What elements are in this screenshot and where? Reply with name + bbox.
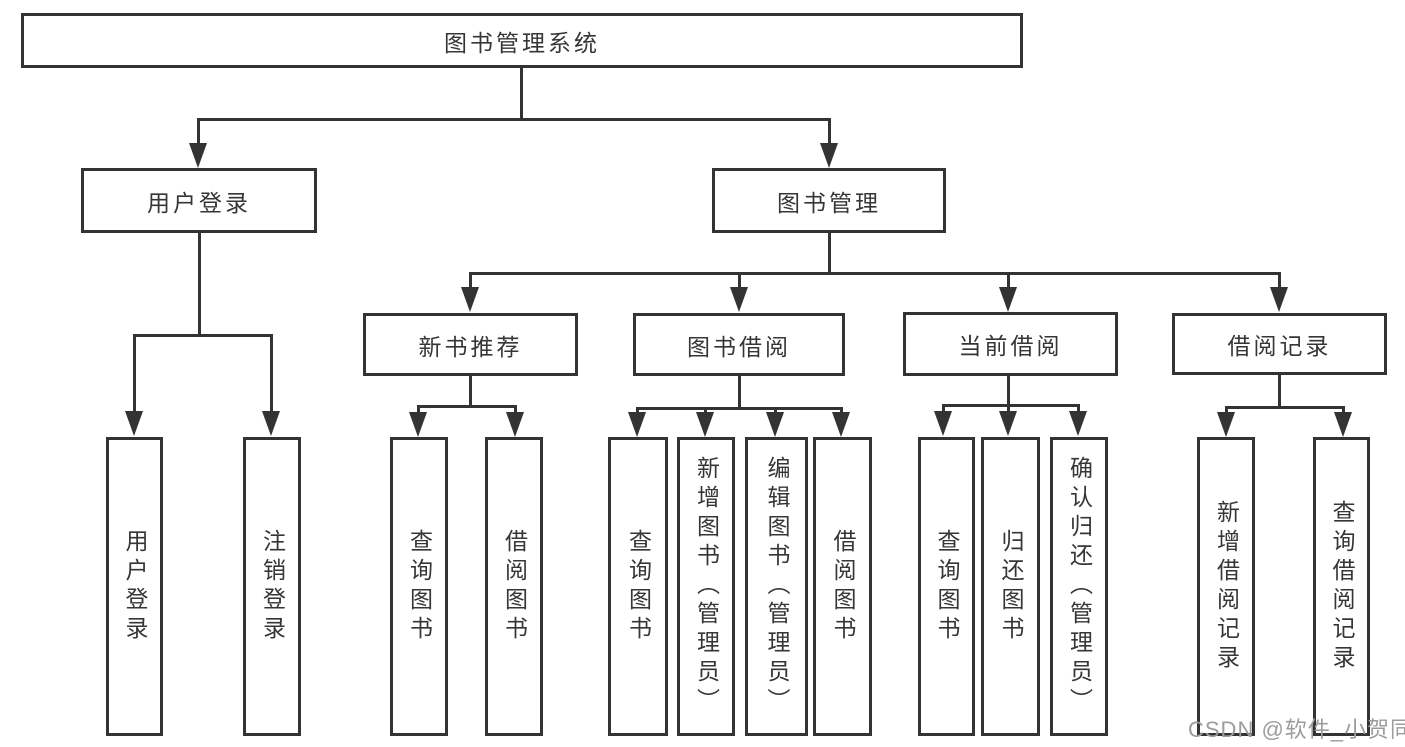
leaf-label: 注销登录 [259,528,286,645]
leaf-borrow-books-2: 借阅图书 [813,437,872,736]
node-current-borrow-label: 当前借阅 [958,333,1063,359]
connector-leaf-drop [636,407,639,413]
node-borrow-records-label: 借阅记录 [1227,333,1332,359]
connector-level3-bus [469,272,1281,275]
connector-to-borrow-records [1278,272,1281,288]
connector-current-borrow-bus [942,404,1080,407]
leaf-label: 查询图书 [625,528,652,645]
node-root: 图书管理系统 [21,13,1023,68]
leaf-label: 查询图书 [934,528,960,645]
connector-book-borrow-stub [738,376,741,409]
leaf-label: 归还图书 [998,528,1024,645]
connector-current-borrow-stub [1007,376,1010,406]
leaf-label: 查询图书 [406,528,433,645]
connector-leaf-drop [1077,404,1080,412]
leaf-return-books: 归还图书 [981,437,1040,736]
connector-leaf-drop [1342,406,1345,413]
node-root-label: 图书管理系统 [444,29,600,56]
arrow-down-icon [1069,411,1087,436]
arrow-down-icon [461,287,479,312]
connector-borrow-records-bus [1225,406,1345,409]
leaf-label: 查询借阅记录 [1329,499,1355,674]
connector-leaf-drop [1225,406,1228,413]
leaf-label: 借阅图书 [830,528,856,645]
leaf-label: 新增借阅记录 [1213,499,1240,674]
connector-to-user-login [197,118,200,144]
node-book-borrow: 图书借阅 [633,313,845,376]
connector-book-mgmt-stub [828,233,831,274]
node-new-books-label: 新书推荐 [418,333,523,360]
arrow-down-icon [125,411,143,436]
connector-to-new-books [469,272,472,288]
arrow-down-icon [999,411,1017,436]
leaf-label: 确认归还（管理员） [1066,456,1093,717]
connector-leaf-drop [774,407,777,413]
leaf-add-books-admin: 新增图书（管理员） [677,437,735,736]
leaf-query-books-2: 查询图书 [608,437,668,736]
arrow-down-icon [696,412,714,437]
arrow-down-icon [189,143,207,168]
node-book-borrow-label: 图书借阅 [687,333,791,360]
arrow-down-icon [1217,412,1235,437]
connector-leaf-drop [417,405,420,413]
connector-to-book-borrow [738,272,741,288]
arrow-down-icon [766,412,784,437]
arrow-down-icon [506,412,524,437]
leaf-borrow-books-1: 借阅图书 [485,437,543,736]
connector-user-login-stub [198,233,201,336]
leaf-query-books-1: 查询图书 [390,437,448,736]
leaf-user-login: 用户登录 [106,437,163,736]
leaf-edit-books-admin: 编辑图书（管理员） [745,437,808,736]
arrow-down-icon [820,143,838,168]
connector-to-book-mgmt [828,118,831,144]
node-book-mgmt-label: 图书管理 [777,189,881,216]
node-user-login-label: 用户登录 [147,189,251,216]
node-new-books: 新书推荐 [363,313,578,376]
connector-to-logout-leaf [270,334,273,412]
node-book-mgmt: 图书管理 [712,168,946,233]
connector-root-stub [520,68,523,121]
connector-to-current-borrow [1007,272,1010,288]
node-user-login: 用户登录 [81,168,317,233]
connector-leaf-drop [840,407,843,413]
connector-borrow-records-stub [1278,375,1281,408]
connector-new-books-stub [469,376,472,407]
arrow-down-icon [1334,412,1352,437]
leaf-query-borrow-record: 查询借阅记录 [1313,437,1370,736]
arrow-down-icon [628,412,646,437]
connector-to-login-leaf [133,334,136,412]
leaf-label: 用户登录 [122,528,148,645]
arrow-down-icon [730,287,748,312]
arrow-down-icon [934,411,952,436]
leaf-label: 借阅图书 [501,528,528,645]
connector-leaf-drop [1007,404,1010,412]
connector-leaf-drop [514,405,517,413]
arrow-down-icon [409,412,427,437]
arrow-down-icon [1270,287,1288,312]
arrow-down-icon [832,412,850,437]
connector-leaf-drop [704,407,707,413]
csdn-watermark: CSDN @软件_小贺同学 [1188,717,1405,742]
leaf-label: 编辑图书（管理员） [764,456,790,717]
node-current-borrow: 当前借阅 [903,312,1118,376]
leaf-logout: 注销登录 [243,437,301,736]
node-borrow-records: 借阅记录 [1172,313,1387,375]
arrow-down-icon [999,287,1017,312]
connector-level2-bus [197,118,831,121]
connector-leaf-drop [942,404,945,412]
arrow-down-icon [262,411,280,436]
leaf-add-borrow-record: 新增借阅记录 [1197,437,1255,736]
leaf-confirm-return-admin: 确认归还（管理员） [1050,437,1108,736]
connector-user-login-bus [133,334,273,337]
leaf-label: 新增图书（管理员） [693,456,720,717]
connector-book-borrow-bus [636,407,843,410]
connector-new-books-bus [417,405,517,408]
leaf-query-books-3: 查询图书 [918,437,975,736]
